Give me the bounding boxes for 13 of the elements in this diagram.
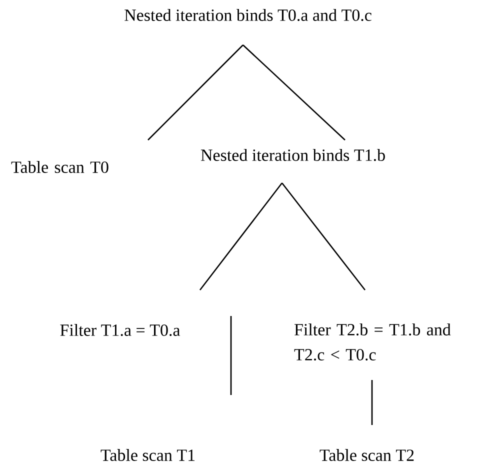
node-label: Filter T1.a = T0.a [60,324,180,336]
node-label: Filter T2.b = T1.b and T2.c < T0.c [294,324,451,361]
node-label: Nested iteration binds T0.a and T0.c [124,9,372,22]
connector-line [242,44,346,140]
node-label: Nested iteration binds T1.b [200,149,385,162]
connector-line [148,44,244,140]
connector-line [230,316,232,395]
node-label: Table scan T1 [100,449,195,461]
connector-line [371,380,373,425]
connector-line [281,182,366,290]
node-label: Table scan T0 [11,161,108,173]
node-label: Table scan T2 [320,449,414,461]
connector-line [199,182,283,290]
